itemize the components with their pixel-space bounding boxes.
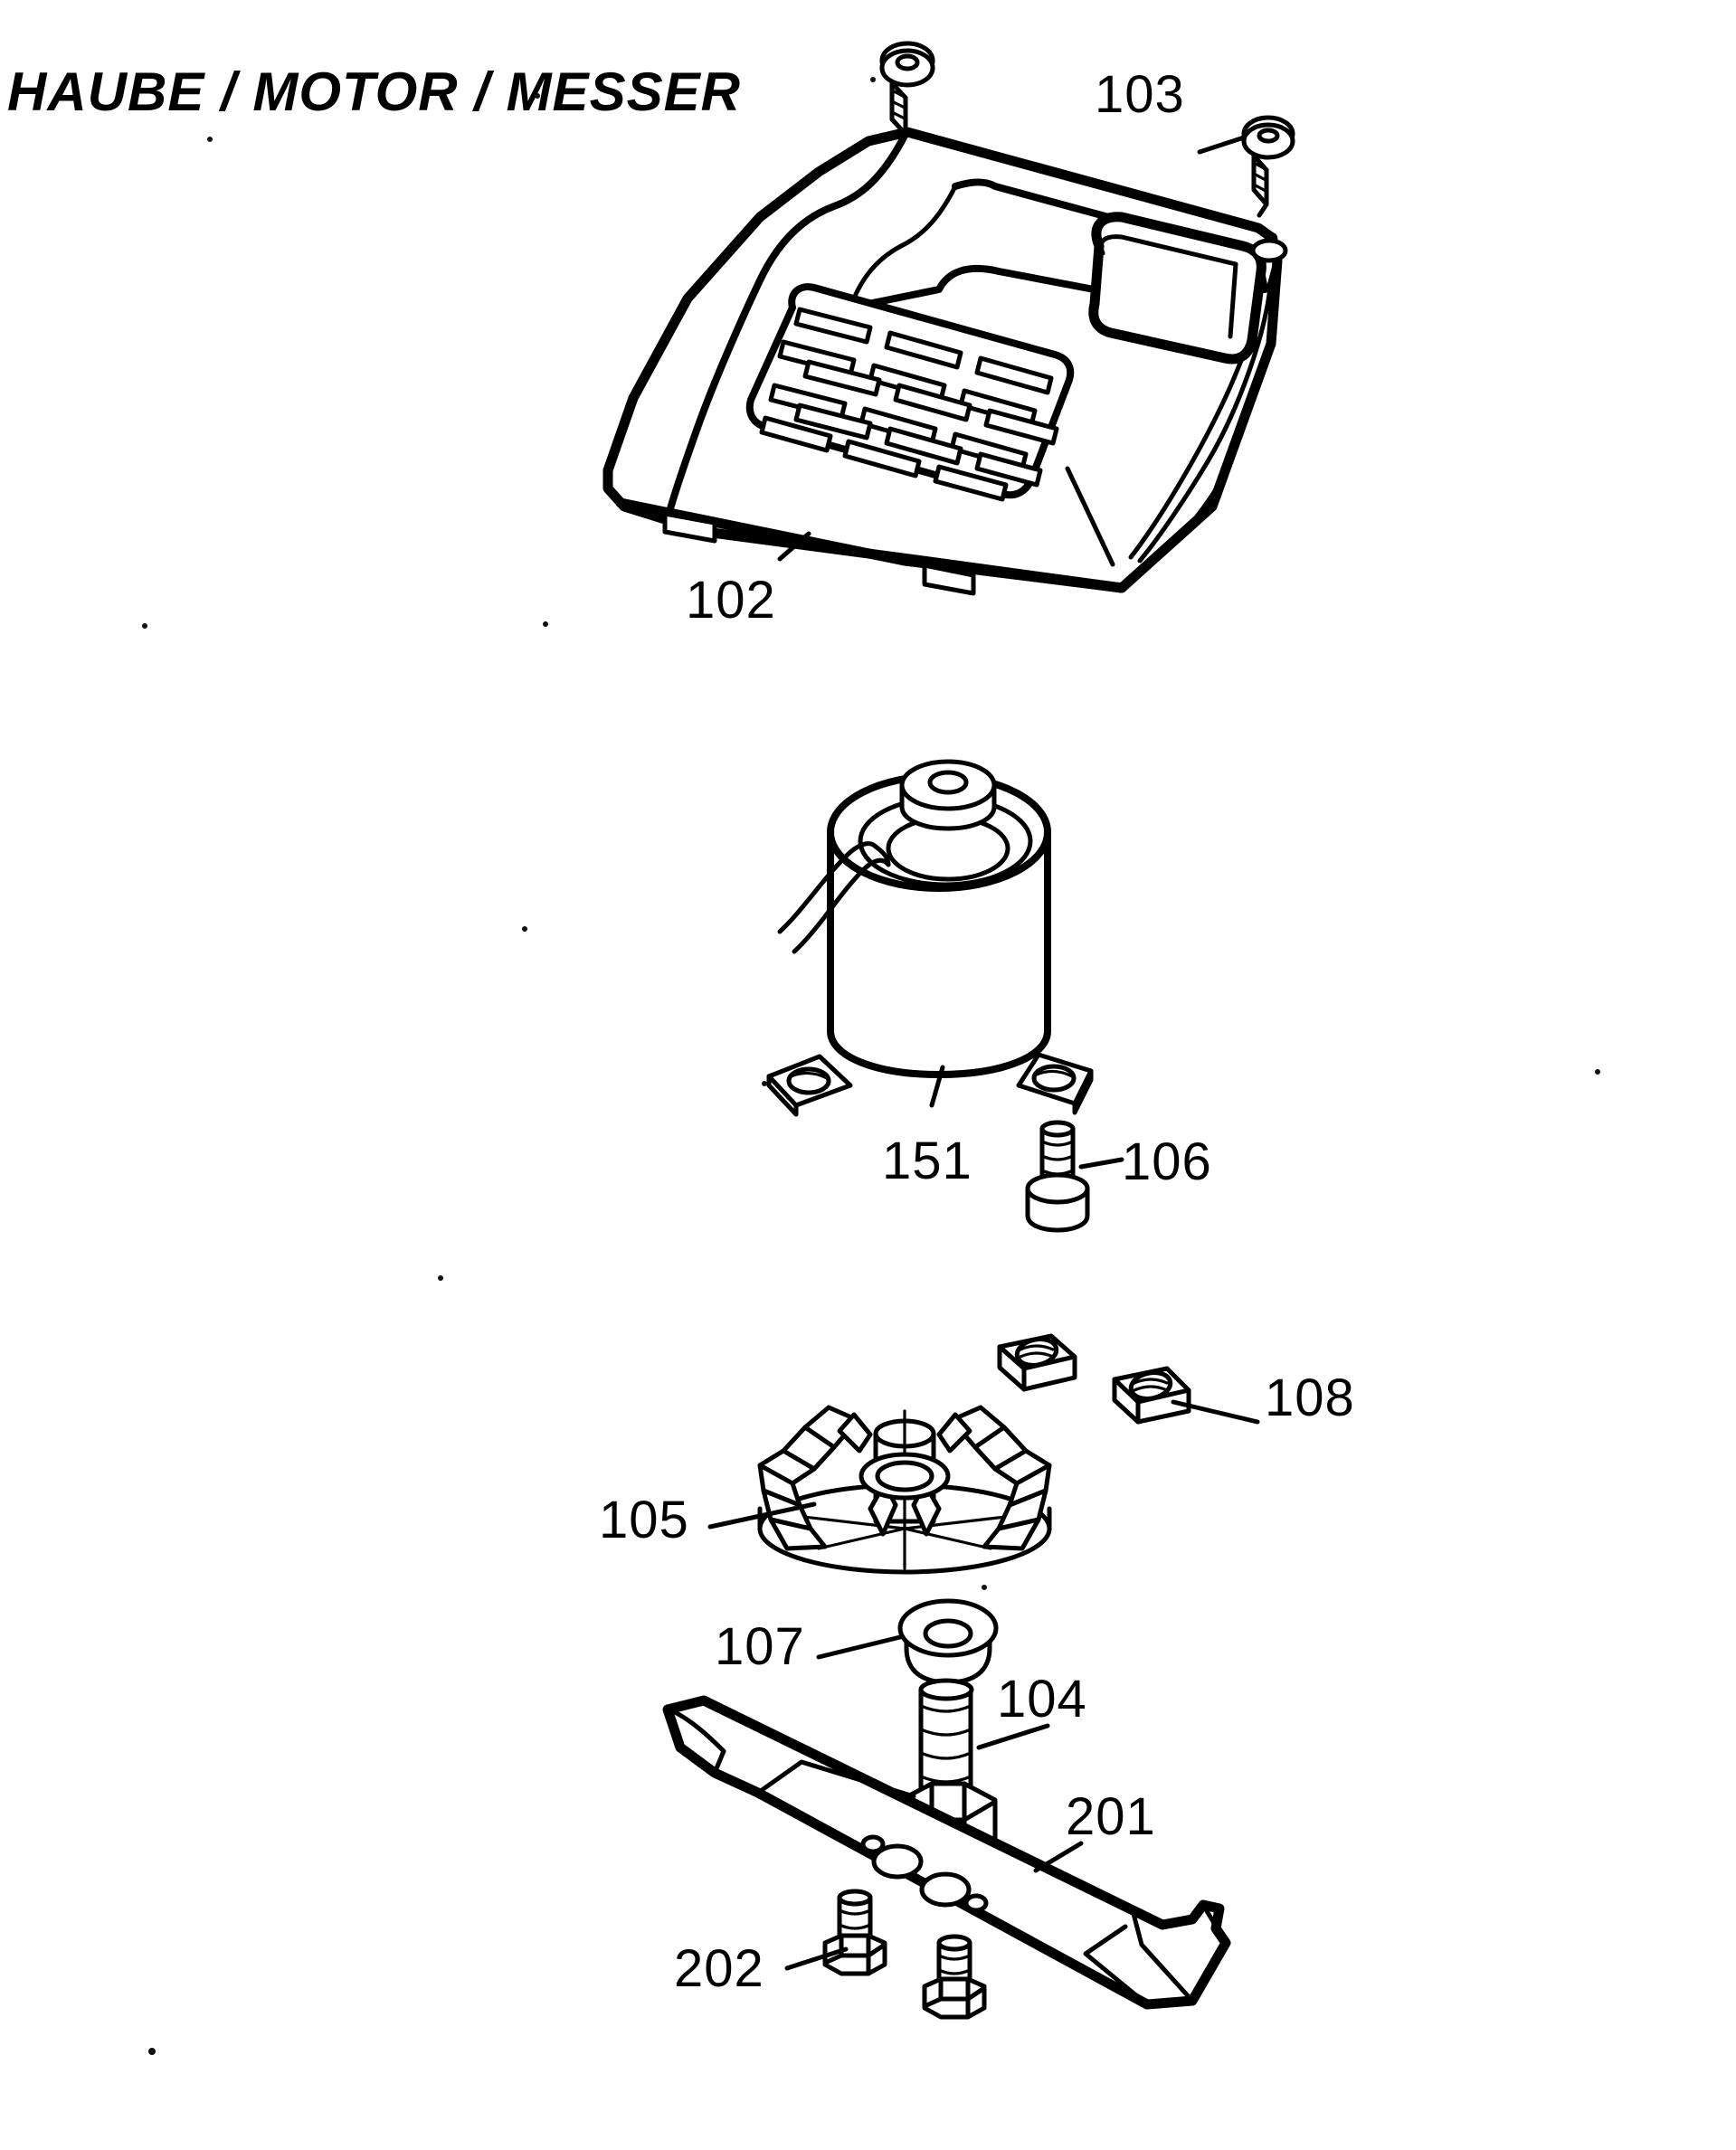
washer-107 xyxy=(897,1598,999,1685)
blade-hole-small-lower xyxy=(963,1893,989,1913)
blade-hole-small-upper xyxy=(860,1834,886,1854)
callout-label-201: 201 xyxy=(1066,1787,1156,1846)
leader-104 xyxy=(976,1723,1050,1750)
leader-105 xyxy=(707,1501,817,1530)
leader-202 xyxy=(784,1946,849,1971)
hood-tab-left xyxy=(662,511,717,544)
leader-151 xyxy=(929,1065,945,1108)
hood-tab-right xyxy=(922,563,976,596)
cooling-fan-105 xyxy=(757,1405,1052,1575)
callout-label-107: 107 xyxy=(715,1617,805,1676)
scan-specks xyxy=(142,77,1600,2055)
motor-151 xyxy=(766,759,1094,1117)
hood-vent-panel xyxy=(745,283,1075,502)
callout-label-103: 103 xyxy=(1095,65,1185,124)
leader-106 xyxy=(1078,1157,1124,1170)
leader-201 xyxy=(1033,1841,1084,1873)
square-nut-left xyxy=(997,1333,1077,1392)
cutting-blade-201 xyxy=(662,1695,1231,2010)
leader-107 xyxy=(816,1634,903,1660)
motor-bolt-106 xyxy=(1025,1120,1090,1233)
blade-hole-large-upper xyxy=(871,1843,924,1880)
page-title: HAUBE / MOTOR / MESSER xyxy=(7,62,741,122)
blade-bolt-202-left xyxy=(822,1889,887,1976)
callout-label-202: 202 xyxy=(674,1939,764,1998)
leader-103 xyxy=(1197,135,1247,155)
blade-hole-large-lower xyxy=(919,1871,972,1908)
callout-label-106: 106 xyxy=(1122,1132,1212,1191)
callout-label-104: 104 xyxy=(997,1670,1087,1729)
hood-cover xyxy=(602,127,1288,596)
callout-label-108: 108 xyxy=(1265,1369,1355,1427)
leader-102 xyxy=(777,531,811,562)
callout-label-105: 105 xyxy=(599,1491,689,1549)
hood-screw-right xyxy=(1241,115,1295,218)
callout-label-151: 151 xyxy=(882,1132,972,1190)
leader-108 xyxy=(1171,1399,1260,1425)
callout-label-102: 102 xyxy=(686,571,776,630)
square-nut-right xyxy=(1112,1366,1191,1425)
blade-bolt-202-right xyxy=(922,1934,987,2020)
